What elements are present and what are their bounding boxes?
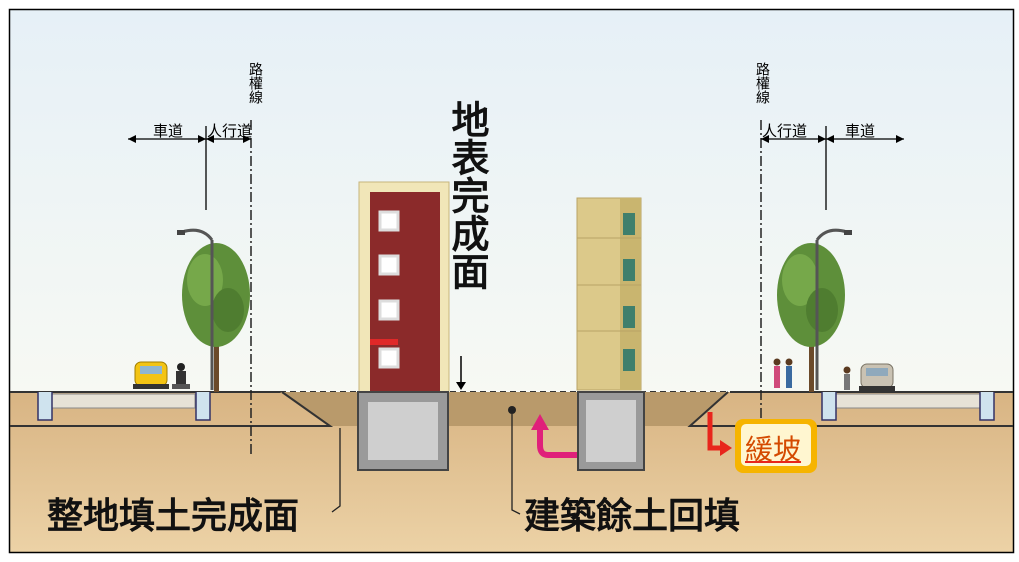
pedestrians <box>773 358 851 390</box>
road-gravel-right <box>829 393 981 409</box>
street-lamp-right <box>815 228 852 390</box>
tree-left <box>182 243 250 392</box>
pink-arrow-head <box>531 414 549 430</box>
sky <box>10 10 1013 392</box>
drain-left-2 <box>195 392 211 421</box>
drain-right-2 <box>979 392 995 421</box>
dim-arrow <box>896 135 904 143</box>
slope-arrow-head <box>720 440 732 456</box>
backfill-label: 建築餘土回填 <box>524 496 741 537</box>
taxi-car <box>133 361 169 389</box>
backfill-dot <box>508 406 516 414</box>
sidewalk-label-right: 人行道 <box>762 122 808 140</box>
dim-arrow <box>243 135 251 143</box>
fill-finish-label: 整地填土完成面 <box>47 496 300 537</box>
drain-left-1 <box>37 392 53 421</box>
drain-right-1 <box>821 392 837 421</box>
tree-right <box>777 243 845 392</box>
basement-right <box>577 391 645 471</box>
row-line-label-right: 路權線 <box>754 62 770 104</box>
dim-arrow <box>198 135 206 143</box>
sidewalk-label-left: 人行道 <box>207 122 253 140</box>
lane-label-right: 車道 <box>845 122 876 140</box>
pink-backfill-arrow <box>537 428 577 458</box>
slope-badge-inner <box>741 424 811 466</box>
frame-border <box>8 8 1015 554</box>
slope-label: 緩坡 <box>745 433 802 466</box>
slope-arrow <box>707 412 722 451</box>
dim-arrow <box>826 135 834 143</box>
yellow-building <box>576 197 642 391</box>
surface-arrow <box>456 382 466 390</box>
dim-arrow <box>818 135 826 143</box>
surface-finish-label: 地表完成面 <box>445 100 489 290</box>
fill-finish-line <box>10 391 334 427</box>
row-line-label-left: 路權線 <box>247 62 263 104</box>
fill-leader <box>331 428 341 513</box>
dim-arrow <box>128 135 136 143</box>
basement-left <box>357 391 449 471</box>
backfill-leader <box>511 414 521 515</box>
road-gravel-left <box>44 393 196 409</box>
scooter-rider <box>172 363 190 389</box>
fill-pit <box>280 392 730 426</box>
red-building <box>358 181 450 393</box>
fill-finish-line-right <box>687 391 1013 427</box>
dim-arrow <box>761 135 769 143</box>
dim-arrow <box>206 135 214 143</box>
silver-car <box>859 363 895 391</box>
street-lamp-left <box>177 228 214 390</box>
lane-label-left: 車道 <box>153 122 184 140</box>
